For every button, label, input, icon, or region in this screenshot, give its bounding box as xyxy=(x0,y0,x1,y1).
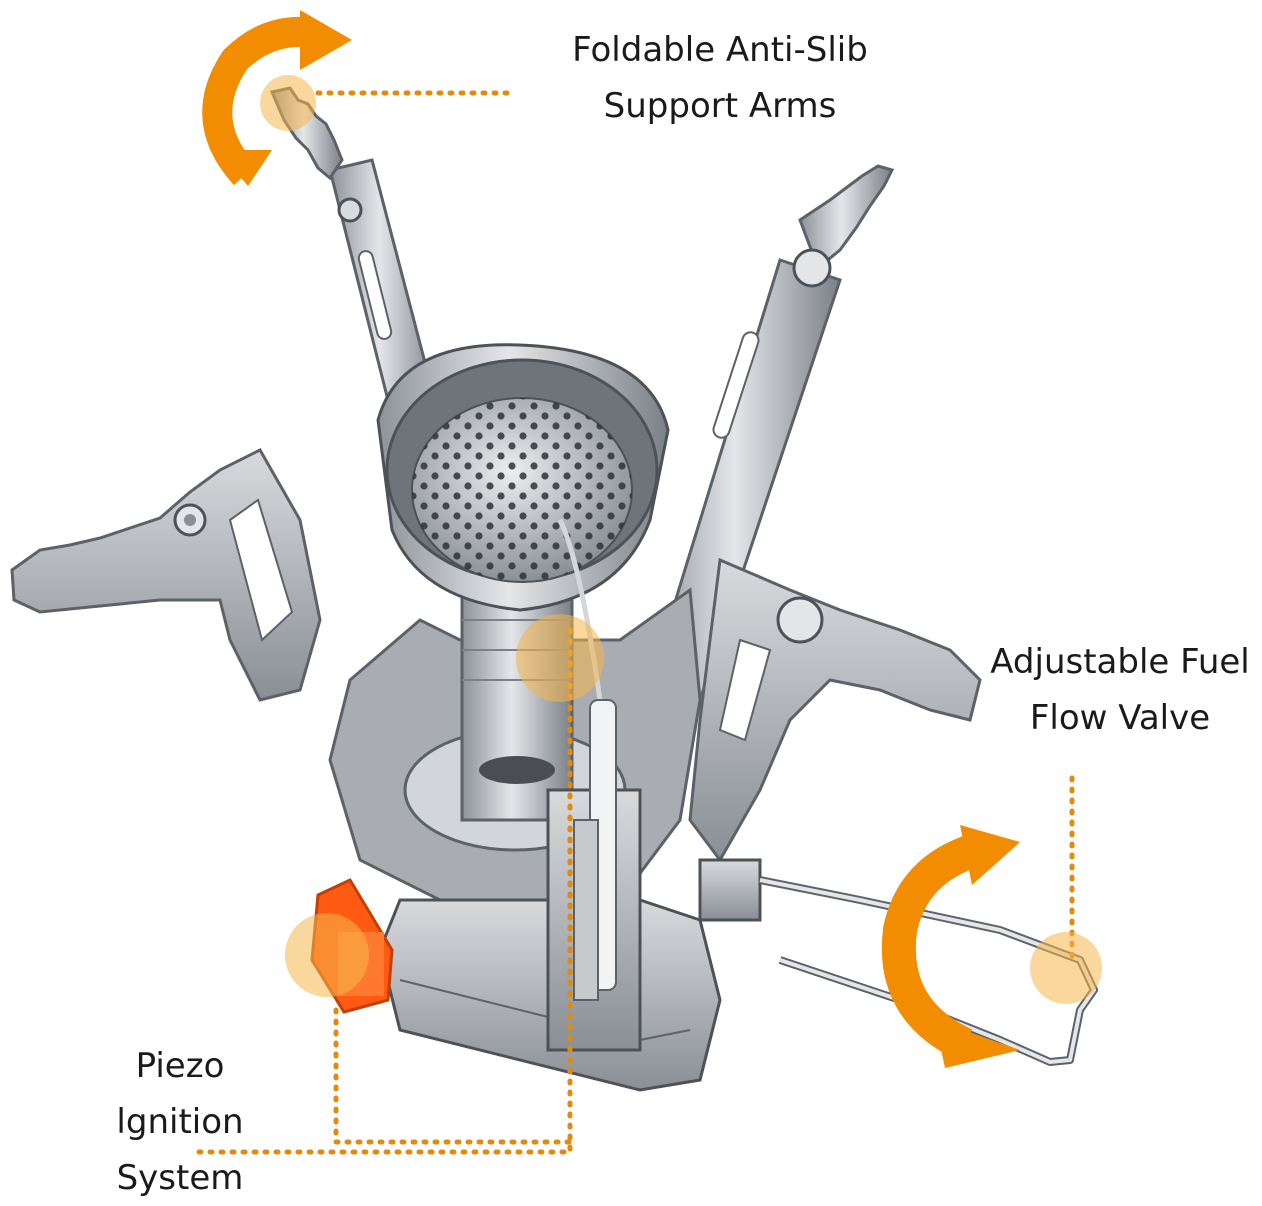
callout-support-arms-line1: Foldable Anti-Slib xyxy=(572,30,868,70)
callout-fuel-valve-line1: Adjustable Fuel xyxy=(990,642,1250,682)
callout-ignition-line2: lgnition xyxy=(116,1102,244,1142)
highlight-arm-tip xyxy=(260,75,316,131)
support-arm-right xyxy=(688,557,982,863)
leader-line-ignition-b xyxy=(193,627,573,1155)
igniter-assembly xyxy=(546,699,642,1052)
callout-support-arms-line2: Support Arms xyxy=(603,86,837,126)
highlight-ignition xyxy=(285,913,369,997)
support-arm-back-right xyxy=(646,164,895,702)
callout-fuel-valve-line2: Flow Valve xyxy=(1029,698,1211,738)
fuel-valve-handle xyxy=(698,858,1098,1066)
callout-ignition-line1: Piezo xyxy=(135,1046,225,1086)
callout-ignition-line3: System xyxy=(116,1158,244,1198)
support-arm-left xyxy=(10,448,322,702)
callout-ignition: Piezo lgnition System xyxy=(90,1038,270,1206)
rotate-arrow-top-icon xyxy=(202,10,352,186)
callout-leader-lines xyxy=(193,90,1075,1155)
callout-fuel-valve: Adjustable Fuel Flow Valve xyxy=(978,634,1262,746)
callout-support-arms: Foldable Anti-Slib Support Arms xyxy=(520,22,920,134)
highlight-markers xyxy=(260,75,1102,1004)
burner-head xyxy=(376,343,670,701)
rotate-arrow-valve-icon xyxy=(881,825,1020,1068)
highlight-valve xyxy=(1030,932,1102,1004)
highlight-burner-neck xyxy=(516,614,604,702)
leader-line-ignition-a xyxy=(333,1007,573,1145)
